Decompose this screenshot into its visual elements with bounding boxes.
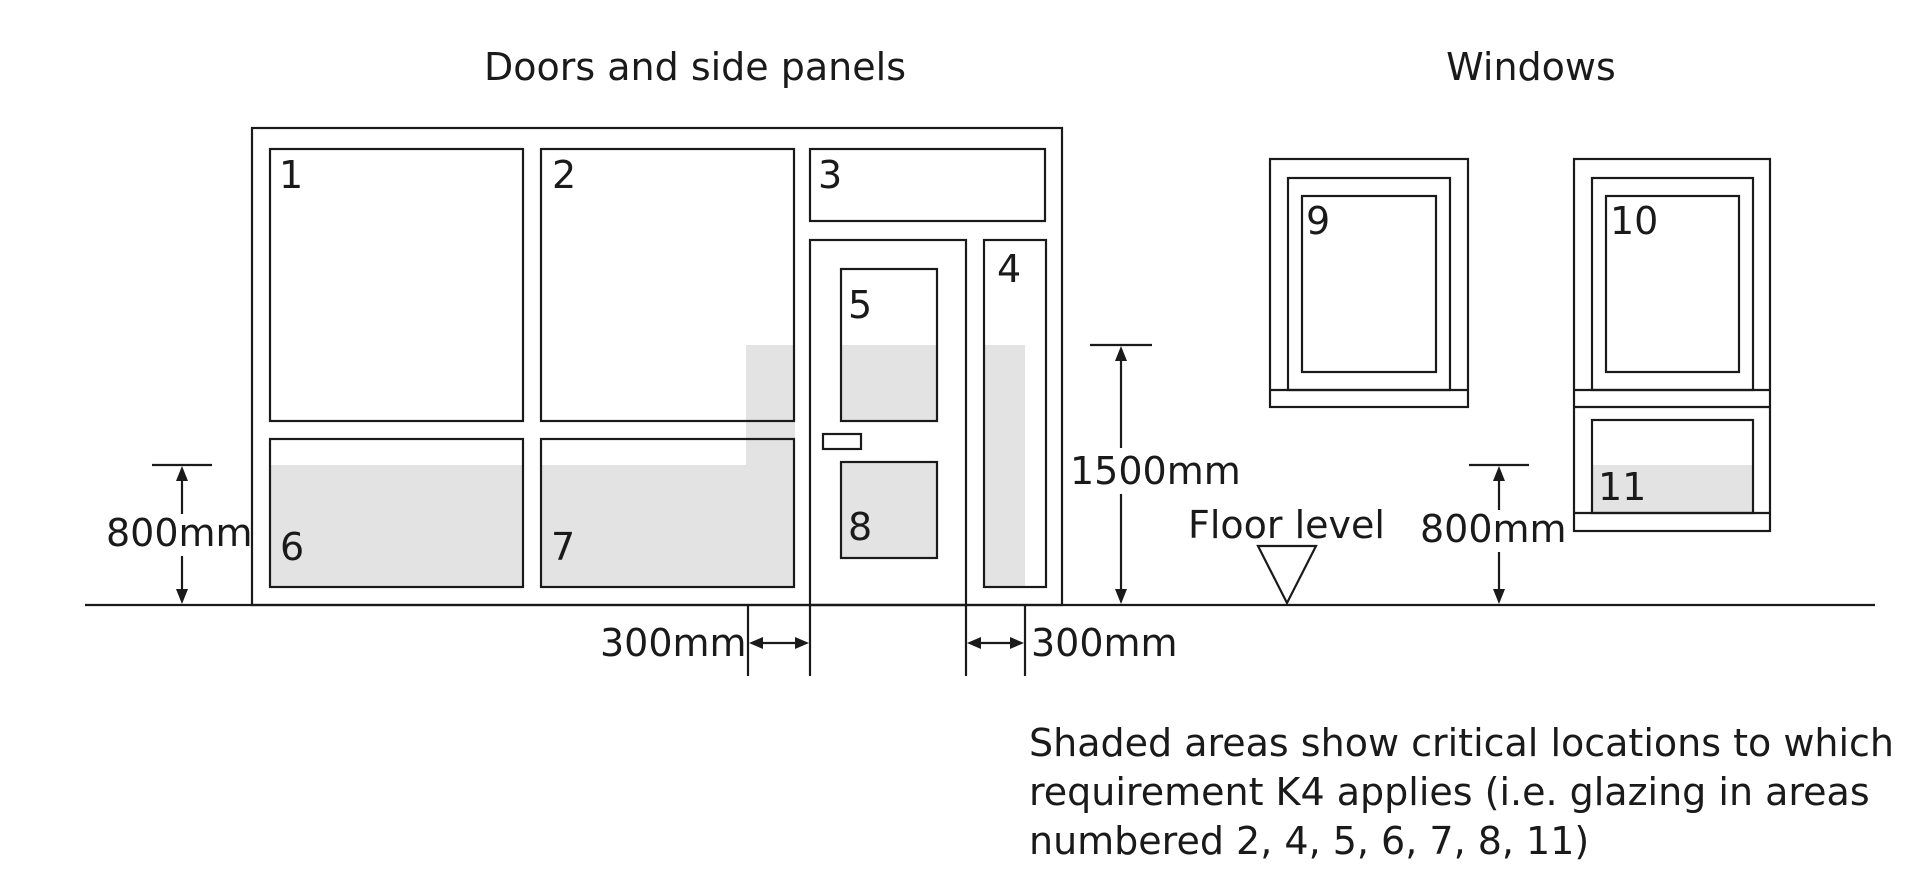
panel-2 [539, 147, 796, 423]
arrow-left-icon [749, 637, 763, 649]
arrow-right-icon [795, 637, 809, 649]
label-floor-level: Floor level [1188, 503, 1385, 547]
window-left-outer [1268, 157, 1470, 409]
panel-label-2: 2 [552, 153, 576, 197]
panel-label-8: 8 [848, 505, 872, 549]
arrow-right-icon [1010, 637, 1024, 649]
panel-10 [1604, 194, 1741, 374]
letterbox [821, 432, 863, 451]
panel-label-7: 7 [551, 525, 575, 569]
label-800mm-left: 800mm [106, 511, 253, 555]
arrow-down-icon [1115, 589, 1127, 604]
label-1500mm: 1500mm [1070, 449, 1241, 493]
arrow-up-icon [176, 466, 188, 481]
panel-3 [808, 147, 1047, 223]
panel-label-3: 3 [818, 153, 842, 197]
dimension-1500mm [1090, 343, 1152, 604]
shade-panel-4 [985, 345, 1025, 587]
dimension-800mm-left [152, 463, 212, 604]
panel-8 [839, 460, 939, 560]
panel-label-6: 6 [280, 525, 304, 569]
shade-panel-11 [1592, 465, 1752, 513]
arrow-up-icon [1115, 346, 1127, 361]
label-300mm-left: 300mm [600, 621, 747, 665]
label-300mm-right: 300mm [1031, 621, 1178, 665]
shading-note: Shaded areas show critical locations to … [1029, 721, 1894, 863]
heading-windows: Windows [1446, 45, 1616, 89]
note-line-1: Shaded areas show critical locations to … [1029, 721, 1894, 765]
floor-level-triangle-icon [1256, 544, 1318, 606]
shade-panel-8 [842, 463, 937, 558]
shade-panel-5 [842, 345, 937, 421]
shaded-areas [271, 345, 1752, 587]
arrow-down-icon [1493, 589, 1505, 604]
panel-1 [268, 147, 525, 423]
dimension-300mm-left [746, 605, 812, 676]
panel-label-9: 9 [1306, 199, 1330, 243]
windows [1268, 157, 1772, 533]
arrow-left-icon [967, 637, 981, 649]
panel-4 [982, 238, 1048, 589]
shade-panel-2-strip [746, 345, 795, 465]
panel-label-10: 10 [1610, 199, 1658, 243]
dimension-300mm-right [964, 605, 1027, 676]
panel-label-4: 4 [997, 247, 1021, 291]
panel-label-11: 11 [1598, 465, 1646, 509]
shade-panel-6 [271, 465, 524, 587]
arrow-down-icon [176, 589, 188, 604]
panel-label-5: 5 [848, 283, 872, 327]
panel-5 [839, 267, 939, 423]
heading-doors-and-side-panels: Doors and side panels [484, 45, 906, 89]
panel-6 [268, 437, 525, 589]
doors-and-side-panels [250, 126, 1064, 607]
label-800mm-right: 800mm [1420, 507, 1567, 551]
outer-frame [250, 126, 1064, 607]
note-line-3: numbered 2, 4, 5, 6, 7, 8, 11) [1029, 819, 1589, 863]
panel-label-1: 1 [279, 153, 303, 197]
panel-9 [1300, 194, 1438, 374]
panel-7 [539, 437, 796, 589]
note-line-2: requirement K4 applies (i.e. glazing in … [1029, 770, 1870, 814]
window-right-outer [1572, 157, 1772, 533]
door [808, 238, 968, 607]
dimension-800mm-right [1469, 463, 1529, 604]
arrow-up-icon [1493, 466, 1505, 481]
shade-panel-7 [542, 465, 795, 587]
